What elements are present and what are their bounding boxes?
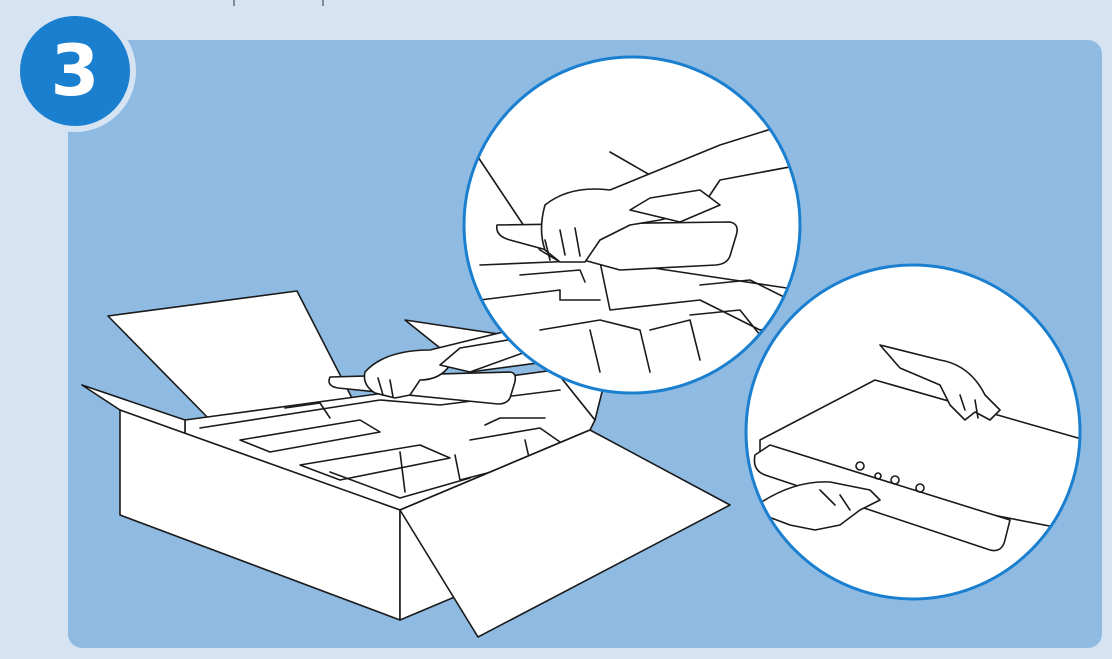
step-number: 3	[50, 30, 100, 112]
callout-circle-right	[744, 263, 1082, 601]
callout-circle-top	[462, 55, 802, 395]
box-illustration	[81, 290, 731, 638]
top-edge-marks	[0, 0, 1112, 14]
step-number-badge: 3	[20, 16, 130, 126]
